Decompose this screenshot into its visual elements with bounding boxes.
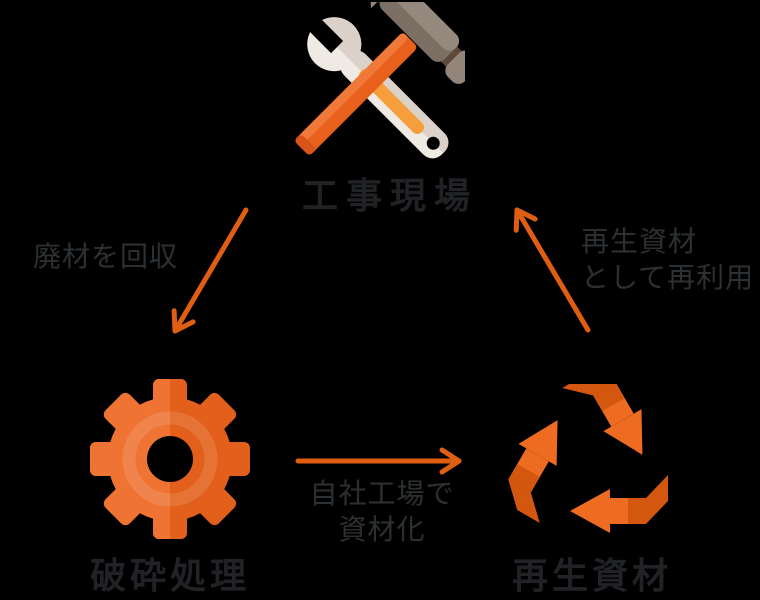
node-label-recycled-material: 再生資材 — [511, 556, 672, 597]
gear-icon — [90, 379, 250, 539]
edge-label-reuse-line2: として再利用 — [581, 261, 755, 294]
edge-label-processing: 自社工場で 資材化 — [282, 476, 482, 548]
edge-label-reuse: 再生資材 として再利用 — [581, 224, 754, 296]
edge-label-collect-waste: 廃材を回収 — [33, 240, 179, 273]
node-label-construction-site: 工事現場 — [301, 176, 478, 217]
node-label-crushing: 破砕処理 — [89, 556, 250, 597]
recycle-icon — [508, 384, 668, 533]
hammer-icon — [295, 2, 465, 155]
edge-label-reuse-line1: 再生資材 — [581, 225, 698, 258]
edge-label-processing-line1: 自社工場で — [309, 477, 455, 510]
tools-icon — [295, 2, 465, 159]
edge-label-processing-line2: 資材化 — [338, 513, 426, 546]
arrow-site-to-crush — [171, 207, 249, 334]
arrow-material-to-site — [513, 207, 591, 333]
